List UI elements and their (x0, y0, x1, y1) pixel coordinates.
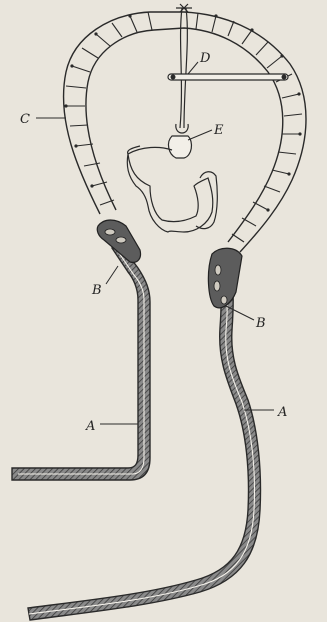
label-d: D (199, 51, 211, 66)
label-c-left: C (20, 112, 30, 127)
hand-outline (127, 146, 217, 232)
label-e: E (213, 123, 224, 138)
leader-lines (36, 62, 274, 424)
hook (169, 136, 192, 158)
label-b-right: B (255, 316, 266, 331)
left-tube (12, 244, 150, 480)
label-b-left: B (91, 283, 102, 298)
crossbar (168, 74, 288, 80)
label-a-left: A (85, 419, 95, 434)
label-a-right: A (277, 405, 287, 420)
suspension-wire (176, 4, 192, 133)
right-clamp (208, 248, 242, 308)
